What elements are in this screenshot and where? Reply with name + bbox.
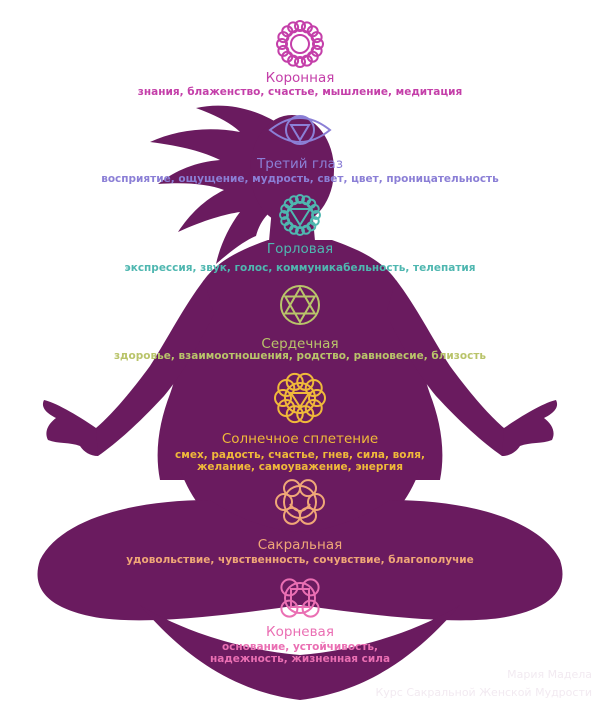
chakra-description: смех, радость, счастье, гнев, сила, воля… (175, 449, 425, 461)
watermark-author: Мария Мадела (507, 668, 592, 681)
chakra-name: Сакральная (257, 537, 343, 553)
throat-chakra-icon (279, 194, 321, 236)
chakra-description: надежность, жизненная сила (209, 653, 391, 665)
chakra-name: Солнечное сплетение (221, 431, 379, 447)
chakra-name: Корневая (266, 624, 334, 640)
chakra-name: Сердечная (261, 336, 339, 352)
heart-chakra-icon (280, 285, 320, 325)
chakra-name: Горловая (266, 241, 334, 257)
chakra-name: Коронная (265, 70, 335, 86)
chakra-description: экспрессия, звук, голос, коммуникабельно… (124, 262, 476, 274)
chakra-name: Третий глаз (257, 156, 343, 172)
chakra-description: удовольствие, чувственность, сочувствие,… (126, 554, 474, 566)
watermark-course: Курс Сакральной Женской Мудрости (375, 686, 592, 699)
solar-plexus-chakra-icon (274, 372, 326, 424)
crown-chakra-icon (276, 20, 324, 68)
root-chakra-icon (280, 578, 320, 618)
chakra-description: основание, устойчивость, (221, 641, 379, 653)
chakra-description: здоровье, взаимоотношения, родство, равн… (113, 350, 487, 362)
sacral-chakra-icon (275, 479, 325, 525)
chakra-description: желание, самоуважение, энергия (196, 461, 404, 473)
chakra-description: восприятие, ощущение, мудрость, свет, цв… (101, 173, 499, 185)
third-eye-chakra-icon (268, 115, 332, 145)
chakra-description: знания, блаженство, счастье, мышление, м… (137, 86, 463, 98)
